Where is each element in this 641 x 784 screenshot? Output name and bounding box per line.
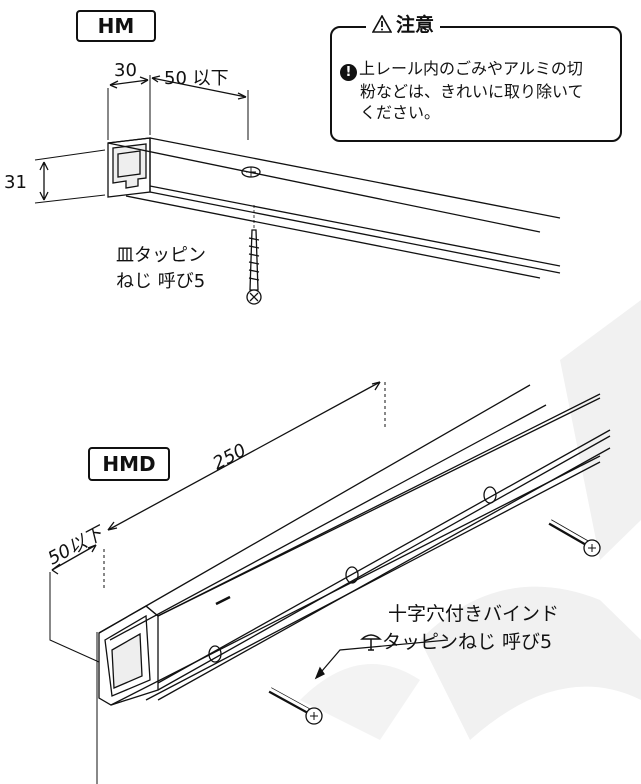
caution-line-2: 粉などは、きれいに取り除いて [360,82,584,101]
hmd-label-text: HMD [102,452,156,476]
hmd-dim-50: 50以下 [44,522,109,570]
pan-head-icon [360,634,382,651]
hm-label-text: HM [97,14,135,38]
hm-dim-50: 50 以下 [164,68,229,89]
hm-screw-label: 皿タッピン ねじ 呼び5 [116,243,206,295]
hm-dim-30: 30 [114,60,137,81]
caution-box [330,26,622,142]
hm-rail [34,75,561,279]
screw-icon [267,686,323,725]
hmd-screw-label: 十字穴付きバインド タッピンねじ 呼び5 [360,600,560,656]
hmd-rail [49,381,611,784]
caution-header: 注意 [366,10,441,37]
hmd-screw-line-1: 十字穴付きバインド [388,603,560,625]
hm-label: HM [76,10,156,42]
hm-screw-line-2: ねじ 呼び5 [116,271,206,292]
caution-body: !上レール内のごみやアルミの切 粉などは、きれいに取り除いて ください。 [340,58,616,123]
caution-title: 注意 [396,14,435,36]
hmd-screw-line-2: タッピンねじ 呼び5 [360,628,559,656]
screw-icon [547,518,601,557]
caution-line-3: ください。 [360,103,441,122]
hmd-label: HMD [88,447,170,481]
hm-dim-31: 31 [4,172,27,193]
hmd-dim-250: 250 [209,440,249,475]
warning-triangle-icon [372,14,392,33]
hm-screw-line-1: 皿タッピン [116,245,206,266]
screw-icon [246,229,262,305]
exclamation-icon: ! [340,64,357,81]
caution-line-1: !上レール内のごみやアルミの切 [340,58,616,81]
